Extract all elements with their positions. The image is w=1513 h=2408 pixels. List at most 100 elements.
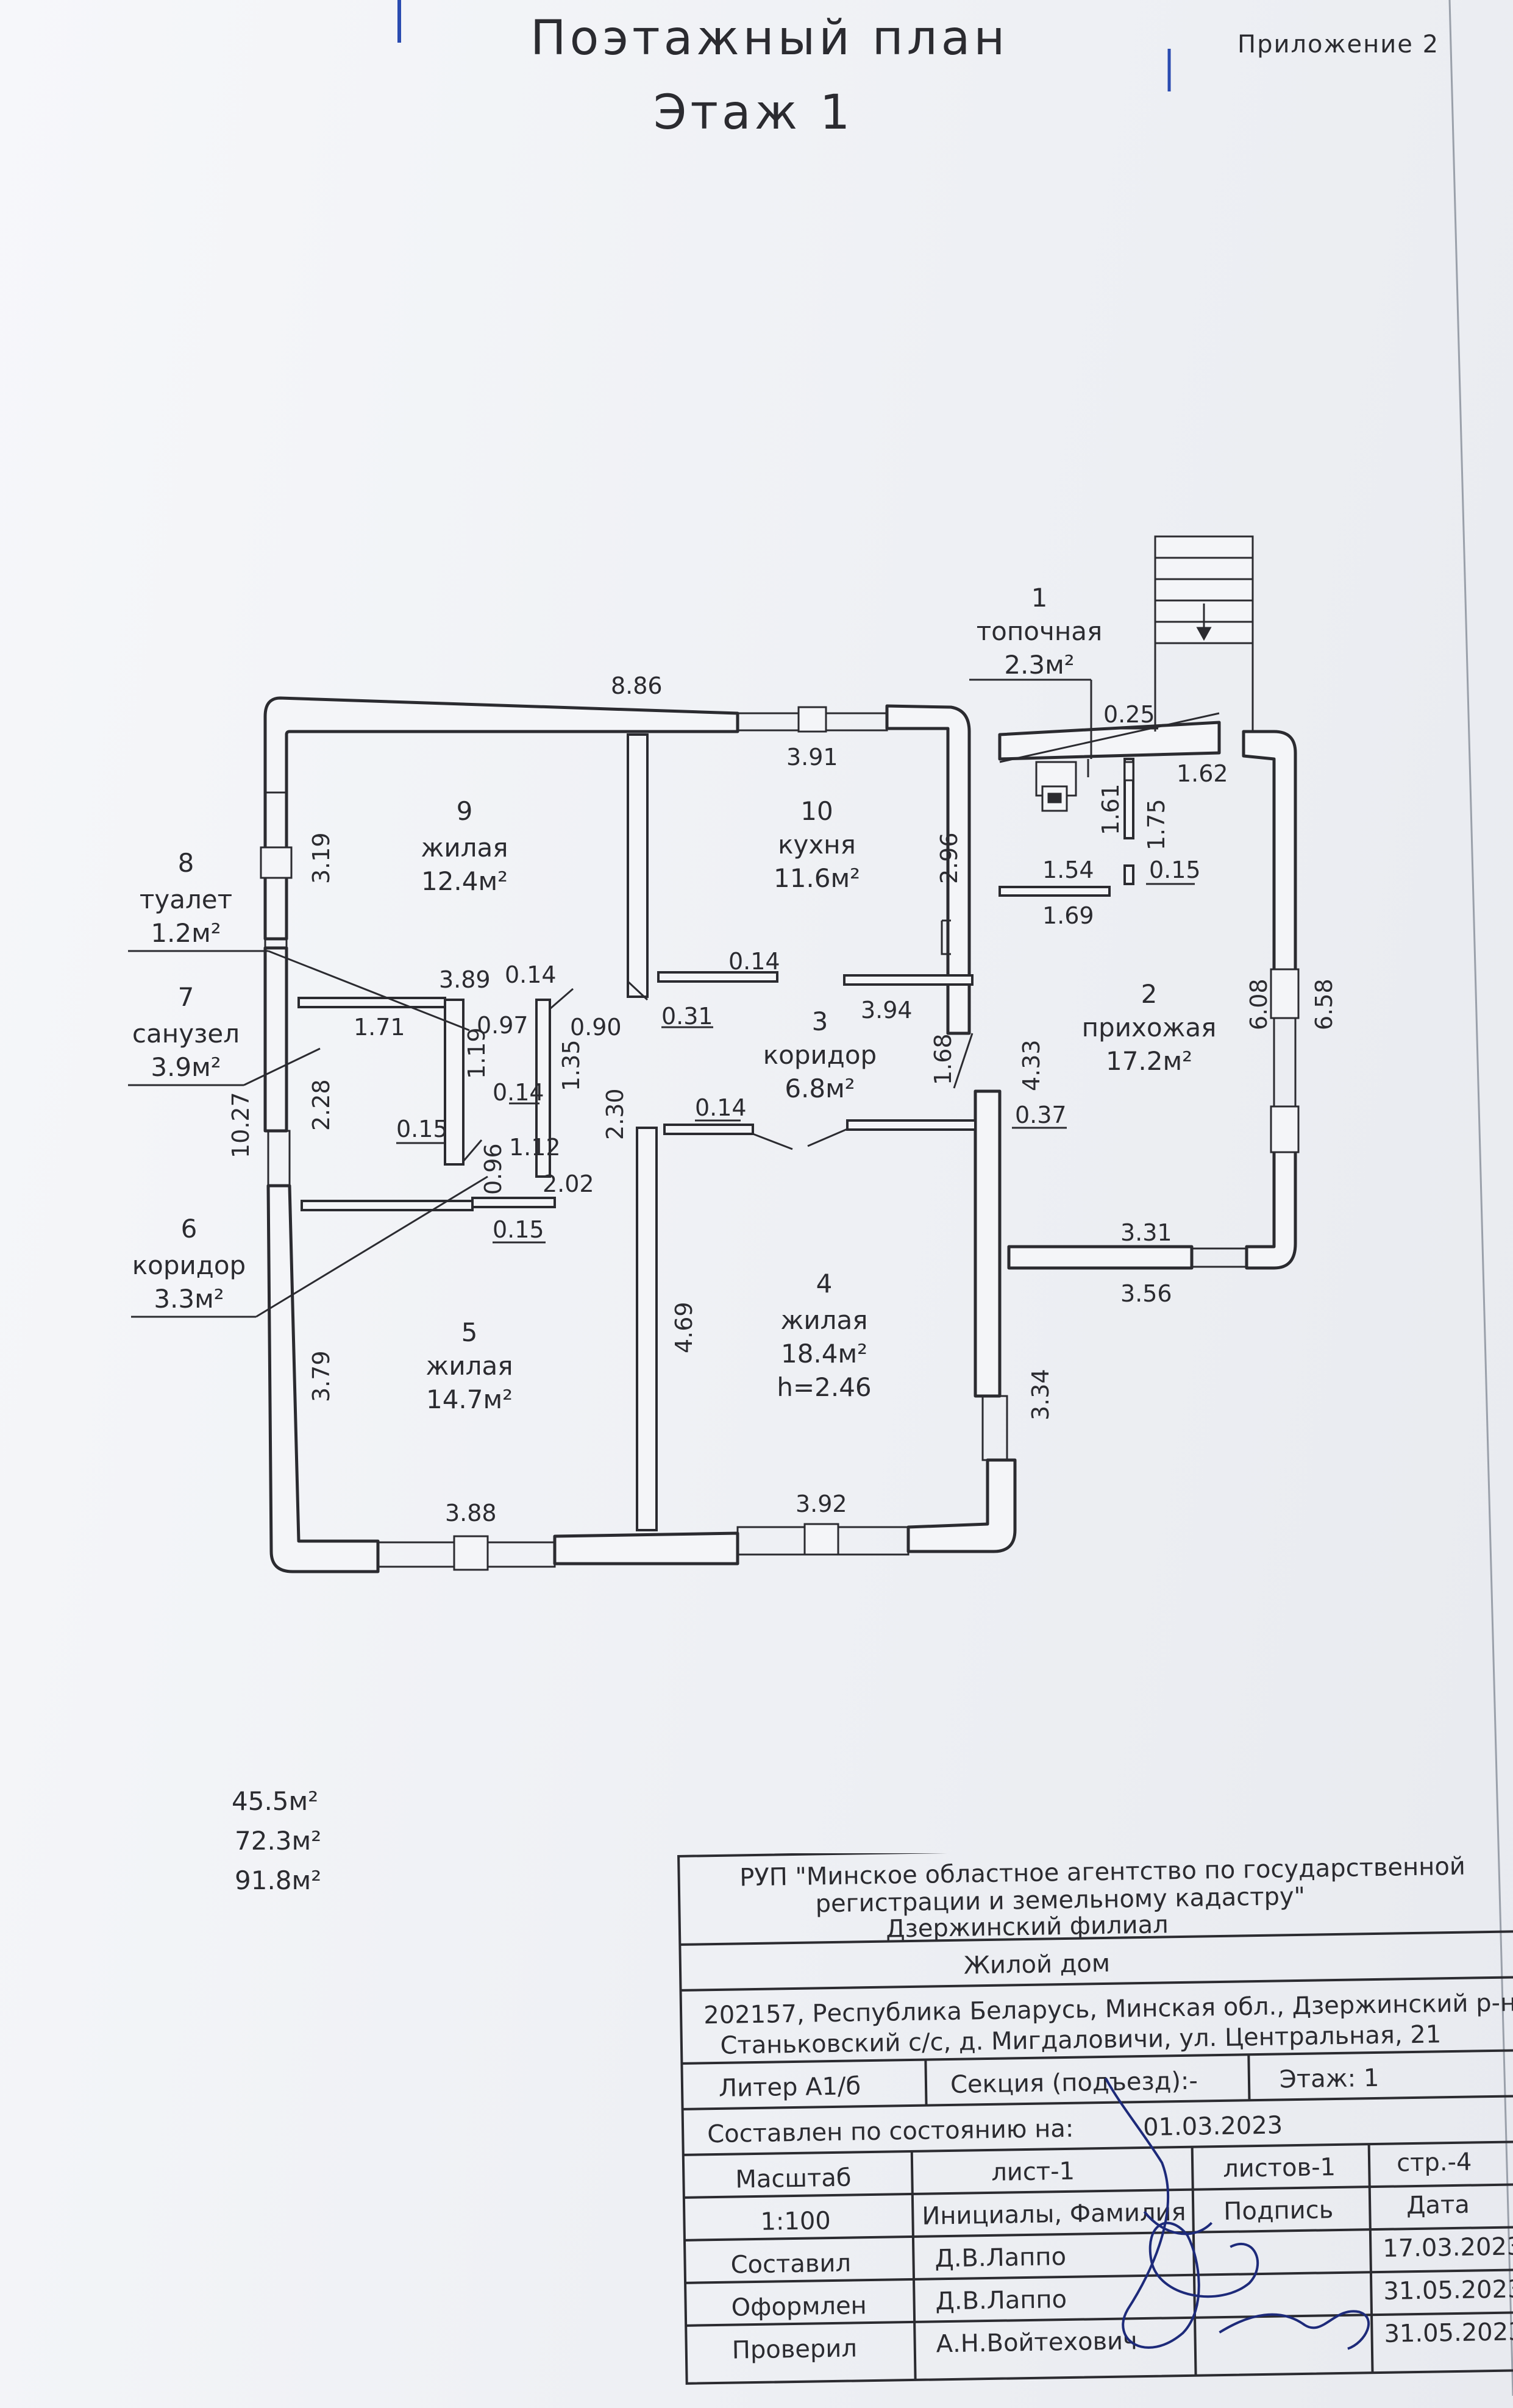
room-8-name: туалет bbox=[140, 885, 232, 914]
dim-hall-bot: 3.31 bbox=[1120, 1219, 1172, 1246]
room-7-name: санузел bbox=[132, 1019, 240, 1049]
dim-wall-f: 0.15 bbox=[396, 1116, 448, 1142]
col-sign: Подпись bbox=[1223, 2196, 1334, 2226]
floor-label: Этаж: 1 bbox=[1280, 2064, 1380, 2094]
room-2-area: 17.2м² bbox=[1106, 1046, 1192, 1076]
dim-hall-top: 1.69 bbox=[1042, 902, 1094, 929]
row-1-role: Составил bbox=[730, 2249, 851, 2279]
dim-boiler-w: 0.25 bbox=[1103, 701, 1155, 728]
dim-bath-d: 1.35 bbox=[558, 1039, 585, 1091]
room-8-number: 8 bbox=[178, 848, 194, 878]
dim-room4-side: 3.34 bbox=[1027, 1369, 1054, 1420]
room-5-area: 14.7м² bbox=[426, 1384, 513, 1414]
row-2-name: Д.В.Лаппо bbox=[935, 2285, 1067, 2315]
dim-bath-h: 1.19 bbox=[463, 1027, 490, 1079]
room-1-number: 1 bbox=[1031, 583, 1048, 613]
total-living: 45.5м² bbox=[232, 1786, 319, 1816]
row-3-role: Проверил bbox=[732, 2334, 857, 2364]
room-9-name: жилая bbox=[421, 833, 508, 863]
plan-title: Поэтажный план bbox=[530, 11, 1009, 66]
dim-wc-w: 0.97 bbox=[477, 1012, 529, 1039]
dim-corr-e: 4.33 bbox=[1018, 1039, 1045, 1091]
door-swings bbox=[462, 712, 1220, 1162]
row-1-date: 17.03.2023 bbox=[1383, 2232, 1513, 2263]
page-label: стр.-4 bbox=[1397, 2148, 1472, 2178]
dim-wall-e: 0.14 bbox=[493, 1079, 544, 1106]
room-6-name: коридор bbox=[132, 1250, 246, 1280]
room-5-number: 5 bbox=[461, 1317, 478, 1347]
total-general: 72.3м² bbox=[235, 1826, 322, 1856]
state-label: Составлен по состоянию на: bbox=[707, 2115, 1074, 2148]
dim-boiler-d2: 0.15 bbox=[1149, 857, 1201, 883]
dim-wall-c: 0.14 bbox=[505, 961, 557, 988]
room-5-name: жилая bbox=[426, 1351, 513, 1381]
col-initials: Инициалы, Фамилия bbox=[922, 2198, 1186, 2231]
room-4-height: h=2.46 bbox=[777, 1372, 871, 1402]
room-9-number: 9 bbox=[457, 796, 473, 826]
windows bbox=[260, 706, 1300, 1571]
room-10-area: 11.6м² bbox=[774, 863, 860, 893]
dim-corr-w: 3.94 bbox=[861, 997, 913, 1024]
total-overall: 91.8м² bbox=[235, 1865, 322, 1895]
room-7-area: 3.9м² bbox=[151, 1052, 221, 1082]
room-7-number: 7 bbox=[178, 982, 194, 1012]
row-1-name: Д.В.Лаппо bbox=[934, 2243, 1066, 2273]
room-1-name: топочная bbox=[977, 616, 1103, 646]
entrance-stairs bbox=[1154, 535, 1254, 732]
dim-room4-h: 4.69 bbox=[671, 1302, 697, 1353]
appendix-label: Приложение 2 bbox=[1237, 30, 1440, 59]
dim-room9-h: 3.19 bbox=[308, 832, 335, 884]
litera-label: Литер А1/б bbox=[719, 2072, 861, 2103]
object-name: Жилой дом bbox=[964, 1950, 1111, 1980]
room-10-number: 10 bbox=[800, 796, 833, 826]
room-4-number: 4 bbox=[816, 1269, 833, 1298]
dim-hall-inner: 6.08 bbox=[1245, 978, 1272, 1030]
room-2-name: прихожая bbox=[1082, 1013, 1217, 1042]
room-3-name: коридор bbox=[763, 1040, 877, 1070]
room-3-number: 3 bbox=[812, 1006, 828, 1036]
dim-room9-w: 3.89 bbox=[439, 966, 491, 993]
dim-wc-d: 0.90 bbox=[570, 1014, 622, 1041]
room-6-area: 3.3м² bbox=[154, 1284, 224, 1314]
dim-wall-h: 0.37 bbox=[1015, 1102, 1067, 1128]
room-4-name: жилая bbox=[781, 1305, 868, 1335]
scale-label: Масштаб bbox=[735, 2164, 852, 2194]
org-line-3: Дзержинский филиал bbox=[886, 1911, 1169, 1943]
dim-boiler-c: 1.54 bbox=[1042, 857, 1094, 883]
dim-kitchen-top: 3.91 bbox=[786, 744, 838, 771]
exterior-walls bbox=[263, 696, 1297, 1573]
dim-wall-d: 0.31 bbox=[661, 1003, 713, 1030]
dim-boiler-a: 1.61 bbox=[1097, 783, 1124, 835]
state-date: 01.03.2023 bbox=[1143, 2111, 1283, 2142]
dim-overall-left: 10.27 bbox=[227, 1092, 254, 1158]
row-3-date: 31.05.2023 bbox=[1384, 2318, 1513, 2348]
dim-bath-w: 1.71 bbox=[354, 1014, 405, 1041]
dim-kitchen-h: 2.96 bbox=[936, 832, 963, 884]
room-9-area: 12.4м² bbox=[421, 866, 508, 896]
dim-top-overall: 8.86 bbox=[611, 672, 663, 699]
dim-room5-w: 3.88 bbox=[445, 1500, 497, 1526]
title-block: РУП "Минское областное агентство по госу… bbox=[677, 1853, 1513, 2385]
floor-title: Этаж 1 bbox=[653, 85, 854, 140]
dim-corr6-d: 0.96 bbox=[480, 1143, 507, 1195]
dim-room4-w: 3.92 bbox=[796, 1491, 847, 1517]
dim-corr6-l: 2.02 bbox=[543, 1170, 594, 1197]
stove-marker bbox=[941, 919, 951, 955]
room-4-area: 18.4м² bbox=[781, 1339, 867, 1369]
boiler-unit bbox=[1035, 759, 1134, 812]
dim-wall-g: 0.14 bbox=[695, 1094, 747, 1121]
dim-wall-i: 0.15 bbox=[493, 1216, 544, 1243]
dim-bath-h2: 2.28 bbox=[308, 1079, 335, 1131]
dim-hall-bot2: 3.56 bbox=[1120, 1280, 1172, 1307]
room-1-area: 2.3м² bbox=[1004, 650, 1074, 680]
dim-boiler-d: 1.62 bbox=[1177, 760, 1228, 787]
row-2-date: 31.05.2023 bbox=[1383, 2275, 1513, 2306]
room-10-name: кухня bbox=[778, 830, 856, 860]
dim-corr-d: 1.68 bbox=[930, 1033, 956, 1085]
dim-corr6-w: 1.12 bbox=[509, 1134, 561, 1161]
room-6-number: 6 bbox=[181, 1214, 198, 1244]
